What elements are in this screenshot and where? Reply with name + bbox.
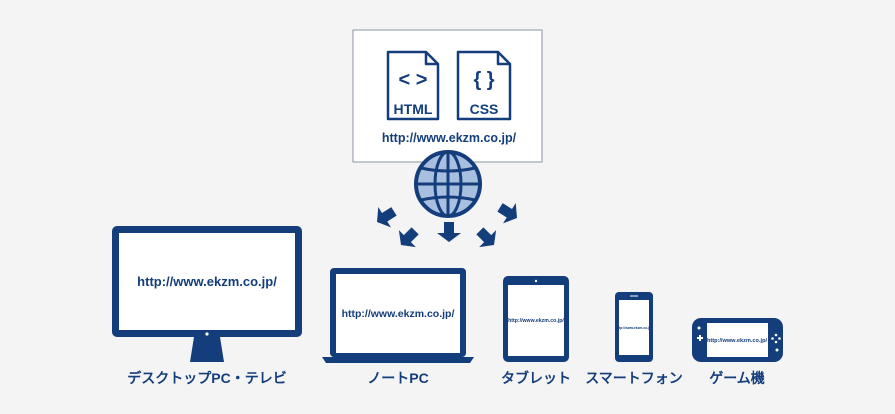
html-file-icon: < > HTML [386, 50, 440, 121]
tablet-screen-url: http://www.ekzm.co.jp/ [508, 318, 564, 324]
server-panel: < > HTML { } CSS http://www.ekzm.co.jp/ [352, 29, 543, 163]
smartphone-screen-url: http://www.ekzm.co.jp/ [616, 326, 652, 330]
game-console-screen-url: http://www.ekzm.co.jp/ [707, 338, 768, 344]
label-laptop: ノートPC [367, 370, 428, 386]
css-file-label: CSS [470, 101, 499, 117]
tablet-icon: http://www.ekzm.co.jp/ [503, 276, 569, 362]
desktop-monitor-icon: http://www.ekzm.co.jp/ [112, 226, 302, 362]
html-file-label: HTML [394, 101, 433, 117]
globe-icon [414, 150, 482, 218]
css-file-symbol: { } [473, 69, 494, 91]
desktop-screen-url: http://www.ekzm.co.jp/ [137, 274, 277, 289]
label-desktop-tv: デスクトップPC・テレビ [127, 370, 286, 386]
laptop-screen-url: http://www.ekzm.co.jp/ [342, 308, 455, 320]
smartphone-icon: http://www.ekzm.co.jp/ [615, 292, 653, 362]
label-smartphone: スマートフォン [585, 370, 683, 386]
label-tablet: タブレット [501, 370, 571, 386]
laptop-icon: http://www.ekzm.co.jp/ [322, 268, 474, 363]
game-console-icon: http://www.ekzm.co.jp/ [692, 318, 783, 362]
server-url: http://www.ekzm.co.jp/ [382, 131, 517, 145]
label-game-console: ゲーム機 [709, 370, 765, 386]
arrow-down-right-near [476, 227, 497, 248]
html-file-symbol: < > [399, 69, 428, 91]
arrow-down-left-near [398, 227, 419, 248]
arrow-down-left-far [377, 207, 397, 228]
arrow-down [437, 222, 461, 242]
arrow-down-right-far [497, 203, 517, 224]
css-file-icon: { } CSS [456, 50, 512, 121]
